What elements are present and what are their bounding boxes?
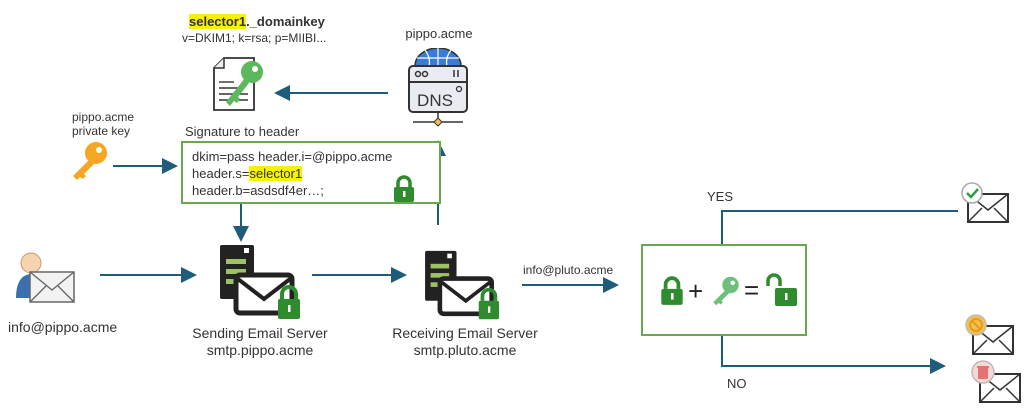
receiving-server-label: Receiving Email Server smtp.pluto.acme (380, 325, 550, 359)
signature-line-2: header.s=selector1 (183, 165, 439, 182)
sending-server-title: Sending Email Server (192, 325, 328, 341)
recipient-email: info@pluto.acme (523, 263, 614, 277)
signature-selector-value: selector1 (249, 166, 303, 181)
signature-title: Signature to header (185, 124, 300, 139)
line-yes (721, 210, 958, 244)
delivered-mail-icon (961, 182, 1009, 223)
dns-record-name: selector1._domainkey (189, 14, 325, 29)
dns-label: DNS (417, 91, 453, 110)
private-key-label: pippo.acme private key (72, 110, 134, 138)
plus-sign: + (688, 276, 704, 306)
rejected-mail-icon (971, 360, 1021, 403)
quarantined-mail-icon (965, 314, 1014, 355)
sending-server-label: Sending Email Server smtp.pippo.acme (178, 325, 342, 359)
yes-label: YES (707, 189, 734, 204)
receiving-server-icon (425, 250, 500, 320)
signature-line-1: dkim=pass header.i=@pippo.acme (192, 149, 393, 164)
verification-box: + = (641, 244, 807, 336)
sending-server-host: smtp.pippo.acme (206, 342, 314, 358)
unlocked-lock-icon (766, 273, 797, 306)
receiving-server-host: smtp.pluto.acme (413, 342, 517, 358)
locked-lock-icon (661, 276, 683, 305)
signature-selector-key: header.s= (192, 166, 250, 181)
signature-line-3: header.b=asdsdf4er…; (192, 183, 324, 198)
public-key-icon (713, 276, 739, 306)
dns-server-icon: DNS (408, 48, 468, 127)
private-key-domain: pippo.acme (72, 110, 135, 124)
sender-email: info@pippo.acme (8, 319, 118, 335)
dns-suffix: ._domainkey (246, 14, 325, 29)
dns-record-value: v=DKIM1; k=rsa; p=MIIBI... (182, 31, 327, 45)
no-label: NO (727, 376, 747, 391)
dns-selector: selector1 (189, 14, 247, 29)
line-no (721, 334, 946, 374)
signature-header-box: dkim=pass header.i=@pippo.acme header.s=… (181, 141, 441, 204)
signed-document-icon (213, 57, 263, 111)
sender-user-icon (16, 252, 75, 303)
private-key-icon (73, 142, 107, 180)
lock-icon (394, 175, 414, 202)
receiving-server-title: Receiving Email Server (392, 325, 538, 341)
dns-domain: pippo.acme (405, 26, 473, 41)
equals-sign: = (744, 275, 760, 305)
private-key-caption: private key (72, 124, 131, 138)
sending-server-icon (220, 245, 300, 319)
